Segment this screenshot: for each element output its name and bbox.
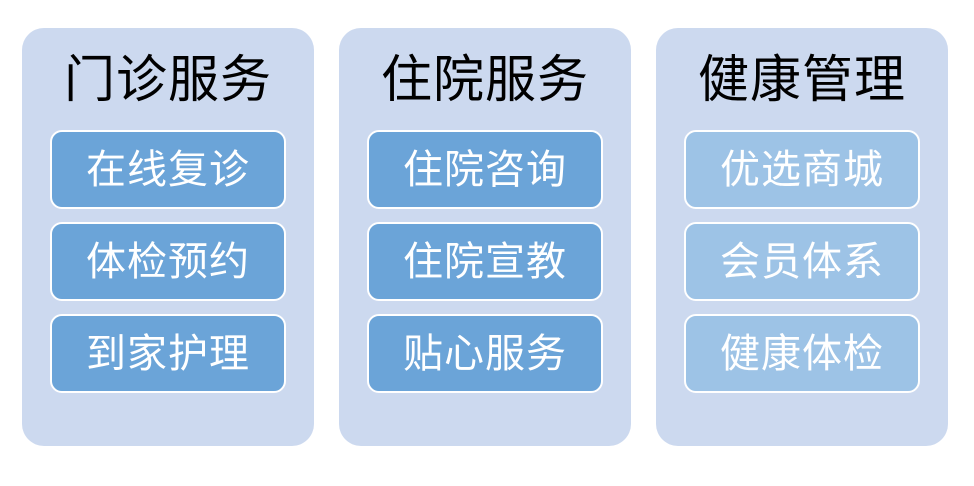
- service-button-label: 到家护理: [86, 330, 250, 376]
- service-button[interactable]: 到家护理: [50, 314, 286, 393]
- service-button[interactable]: 优选商城: [684, 130, 920, 209]
- service-button[interactable]: 贴心服务: [367, 314, 603, 393]
- service-panel-inpatient: 住院服务 住院咨询 住院宣教 贴心服务: [339, 28, 631, 446]
- service-button[interactable]: 住院宣教: [367, 222, 603, 301]
- service-button[interactable]: 健康体检: [684, 314, 920, 393]
- panel-button-list: 优选商城 会员体系 健康体检: [684, 130, 920, 393]
- panel-title: 门诊服务: [63, 52, 272, 109]
- service-button-label: 住院宣教: [403, 238, 567, 284]
- service-button[interactable]: 住院咨询: [367, 130, 603, 209]
- service-button-label: 健康体检: [720, 330, 884, 376]
- service-panel-health-management: 健康管理 优选商城 会员体系 健康体检: [656, 28, 948, 446]
- panel-title: 住院服务: [380, 52, 589, 109]
- service-button-label: 优选商城: [720, 146, 884, 192]
- service-button[interactable]: 在线复诊: [50, 130, 286, 209]
- service-button[interactable]: 会员体系: [684, 222, 920, 301]
- service-panel-outpatient: 门诊服务 在线复诊 体检预约 到家护理: [22, 28, 314, 446]
- service-button-label: 贴心服务: [403, 330, 567, 376]
- service-button-label: 会员体系: [720, 238, 884, 284]
- service-button-label: 住院咨询: [403, 146, 567, 192]
- service-button-label: 体检预约: [86, 238, 250, 284]
- service-button[interactable]: 体检预约: [50, 222, 286, 301]
- panel-title: 健康管理: [697, 52, 906, 109]
- service-button-label: 在线复诊: [86, 146, 250, 192]
- panel-button-list: 住院咨询 住院宣教 贴心服务: [367, 130, 603, 393]
- service-panel-group: 门诊服务 在线复诊 体检预约 到家护理 住院服务 住院咨询: [22, 28, 948, 446]
- panel-button-list: 在线复诊 体检预约 到家护理: [50, 130, 286, 393]
